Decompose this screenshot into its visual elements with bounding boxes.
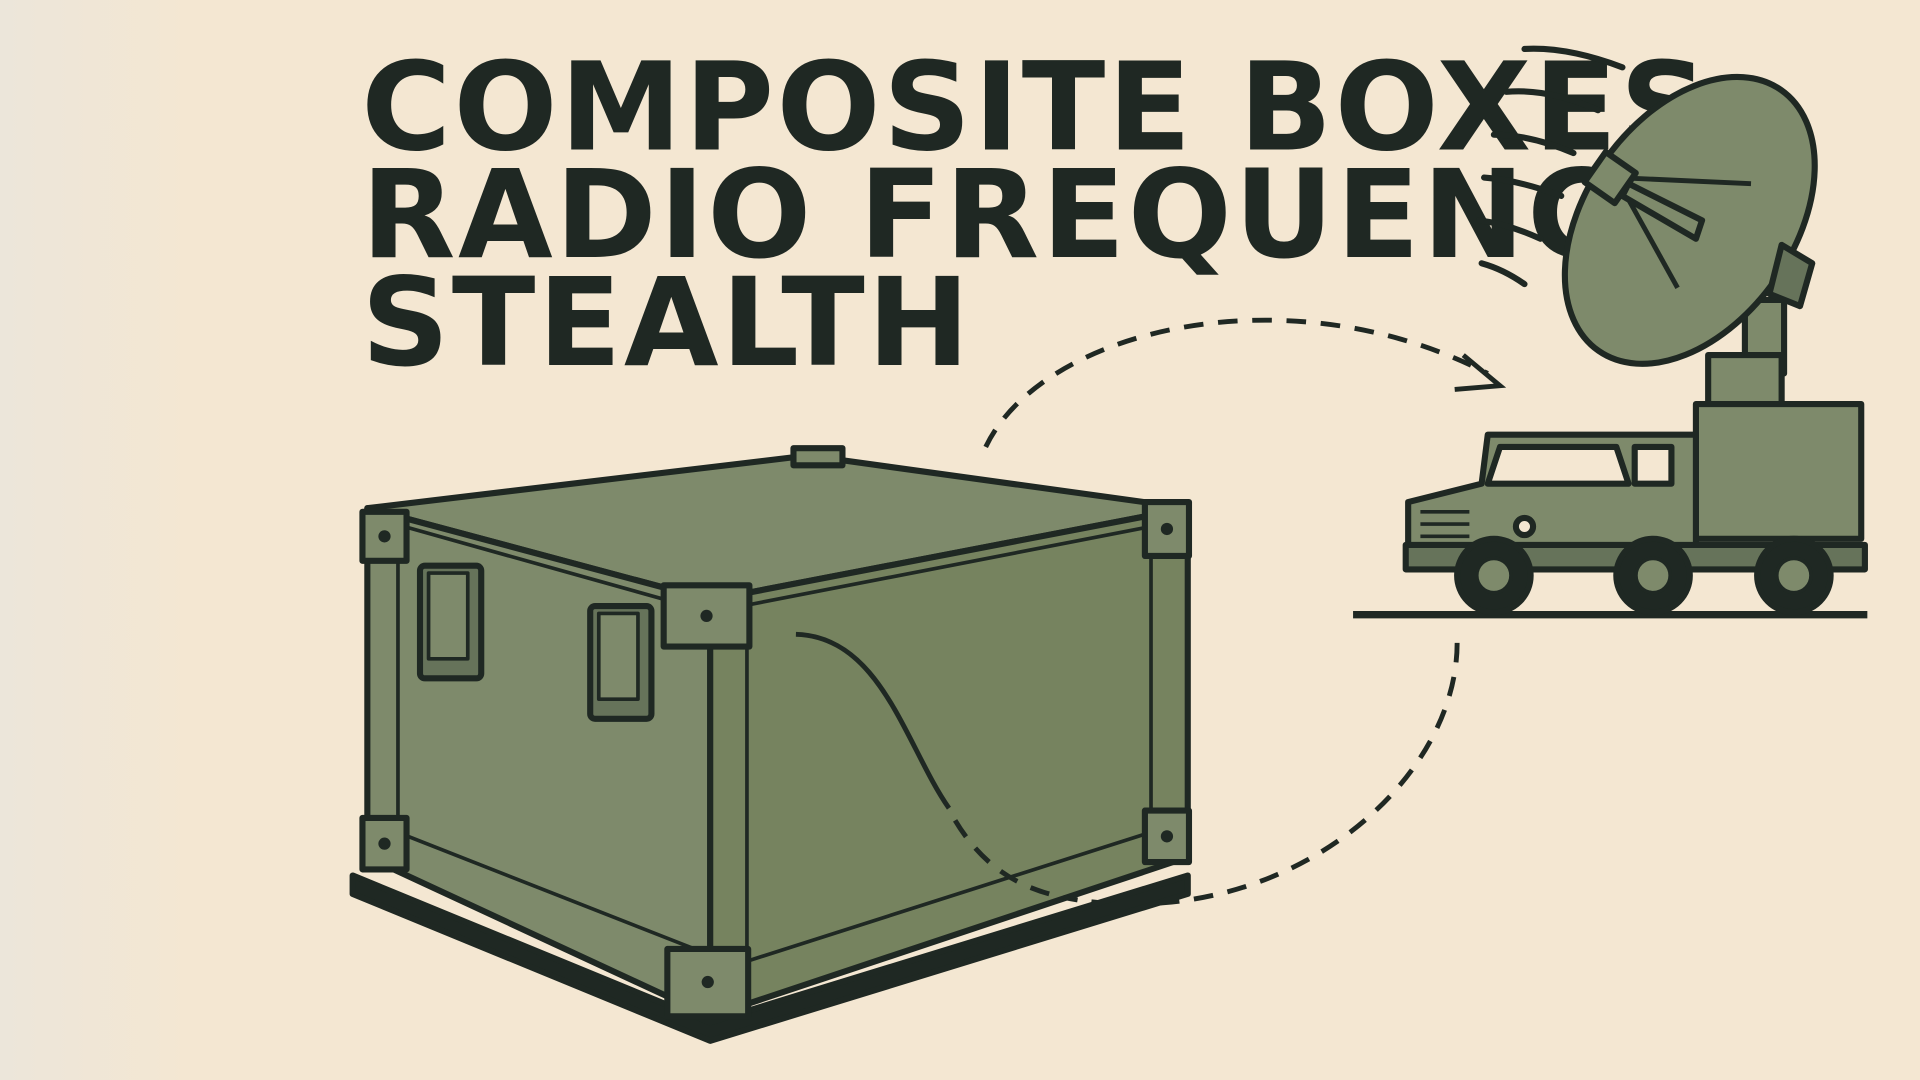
military-truck-icon (1353, 401, 1868, 619)
headline: COMPOSITE BOXES RADIO FREQUENCY STEALTH (361, 35, 1710, 394)
radar-dish-icon (1561, 73, 1818, 414)
title-line-3: STEALTH (361, 251, 972, 394)
composite-box-icon (349, 445, 1193, 1044)
radio-waves-icon (1476, 45, 1626, 288)
title-line-1: COMPOSITE BOXES (361, 35, 1710, 178)
arrow-head-icon (1454, 353, 1507, 392)
